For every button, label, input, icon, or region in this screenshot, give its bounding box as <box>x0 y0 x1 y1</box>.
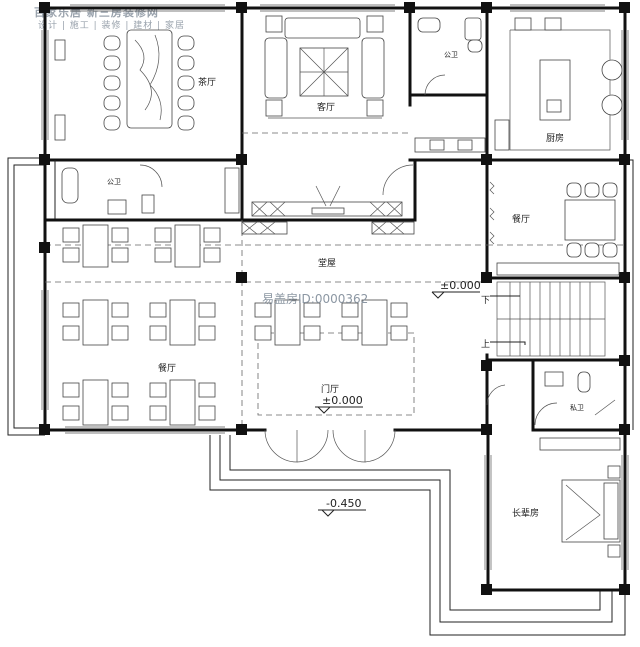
terrace-outline-left <box>7 157 45 436</box>
label-bathroom-top: 公卫 <box>444 51 458 59</box>
elevation-stair: ±0.000 <box>440 279 481 292</box>
windows <box>41 4 629 570</box>
elevation-outside: -0.450 <box>326 497 361 510</box>
label-restaurant: 餐厅 <box>158 362 176 374</box>
front-step-3 <box>229 435 601 611</box>
entrance-doors <box>264 429 396 463</box>
entrance-zone <box>257 332 415 416</box>
elevation-entrance: ±0.000 <box>322 394 363 407</box>
tea-chairs <box>54 35 195 141</box>
exterior-wall <box>43 6 627 592</box>
counter-strip <box>414 137 486 153</box>
elevation-marker-outside <box>318 509 366 517</box>
label-tea-room: 茶厅 <box>198 76 216 88</box>
label-stair-down: 下 <box>481 296 490 306</box>
front-step-2 <box>219 435 613 623</box>
watermark-center: 易盖房ID:0000362 <box>262 292 369 306</box>
living-sofa-set <box>264 15 385 119</box>
columns <box>39 2 630 595</box>
watermark-tagline: 设计 | 施工 | 装修 | 建材 | 家居 <box>38 21 186 31</box>
label-kitchen: 厨房 <box>546 132 564 144</box>
label-living-room: 客厅 <box>317 101 335 113</box>
dining-set-left-upper <box>62 224 221 268</box>
label-hall: 堂屋 <box>318 257 336 269</box>
front-step-1 <box>209 435 626 636</box>
label-bathroom-private: 私卫 <box>570 403 584 412</box>
dining-right-set <box>489 181 620 276</box>
bathroom-left-fixtures <box>61 164 240 215</box>
bathroom-private-fixtures <box>486 371 616 426</box>
staircase <box>490 281 606 357</box>
restaurant-tables <box>62 299 408 426</box>
label-bathroom-left: 公卫 <box>107 178 121 186</box>
cabinet-strip <box>241 164 415 235</box>
elevation-marker-entrance <box>315 406 363 414</box>
terrace-outline-left-inner <box>13 164 45 429</box>
tea-table <box>126 29 173 129</box>
label-entrance: 门厅 <box>321 383 339 395</box>
elder-room-furniture <box>539 437 621 558</box>
elevation-marker-stair <box>431 291 480 299</box>
bathroom-top-fixtures <box>417 17 483 96</box>
kitchen-fixtures <box>494 17 623 151</box>
label-dining-room: 餐厅 <box>512 213 530 225</box>
label-stair-up: 上 <box>481 339 490 350</box>
label-elder-room: 长辈房 <box>512 507 539 519</box>
